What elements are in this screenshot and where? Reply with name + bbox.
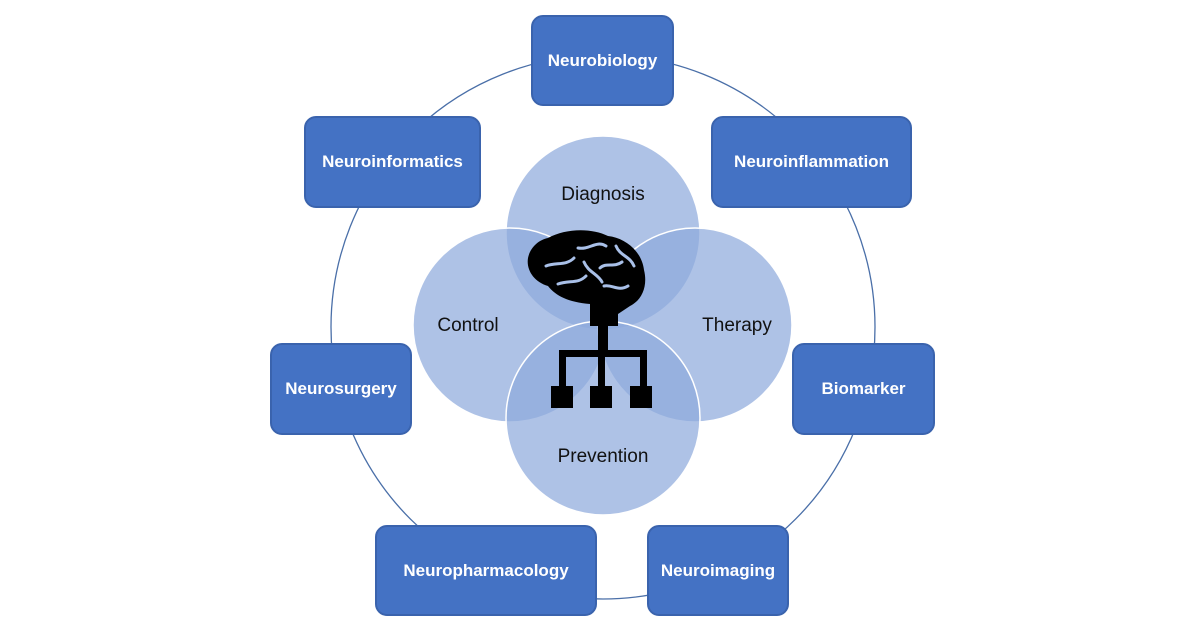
venn-label-prevention: Prevention — [557, 446, 649, 467]
topic-neuropharmacology: Neuropharmacology — [375, 525, 597, 616]
brain-hierarchy-icon — [527, 230, 652, 408]
topic-neuroinflammation: Neuroinflammation — [711, 116, 912, 208]
topic-neurobiology: Neurobiology — [531, 15, 674, 106]
topic-neurosurgery: Neurosurgery — [270, 343, 412, 435]
venn-label-diagnosis: Diagnosis — [561, 184, 645, 205]
topic-neuroimaging: Neuroimaging — [647, 525, 789, 616]
topic-biomarker: Biomarker — [792, 343, 935, 435]
brain-icon — [527, 230, 646, 326]
hierarchy-icon — [551, 326, 652, 408]
topic-neuroinformatics: Neuroinformatics — [304, 116, 481, 208]
venn-label-therapy: Therapy — [702, 315, 772, 336]
venn-label-control: Control — [437, 315, 499, 336]
